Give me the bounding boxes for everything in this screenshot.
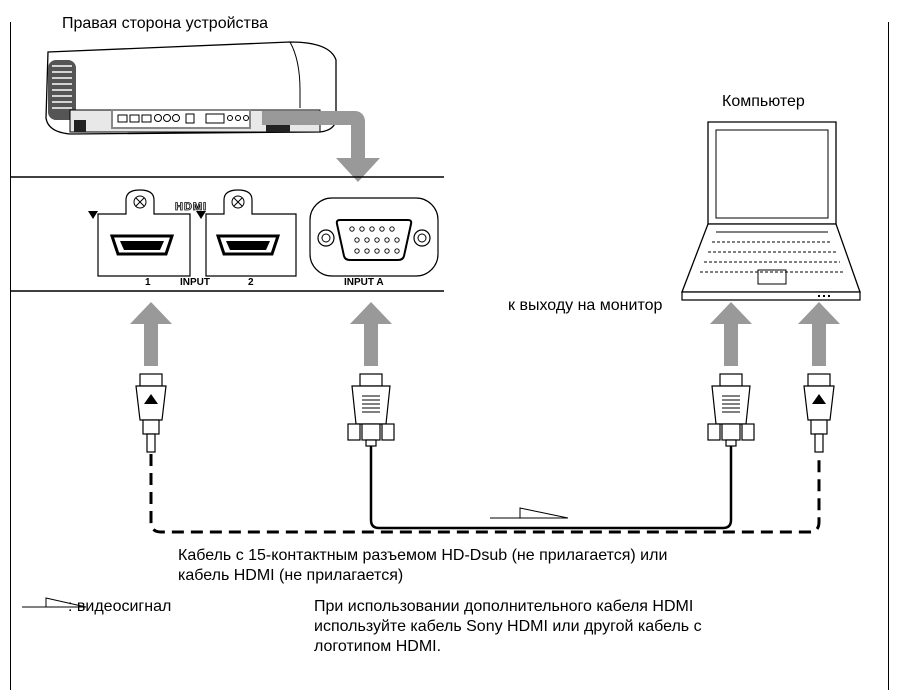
hdmi-plug-right: [803, 373, 835, 453]
monitor-output-label: к выходу на монитор: [508, 297, 663, 314]
laptop-illustration: [681, 121, 861, 301]
hdmi-logo: HDMI: [175, 201, 207, 214]
projector-title: Правая сторона устройства: [62, 15, 269, 32]
hdmi-port-1: [88, 189, 191, 277]
projector-illustration: [45, 41, 380, 182]
cable-caption-line2: кабель HDMI (не прилагается): [178, 567, 404, 584]
hdmi2-label: 2: [248, 277, 254, 288]
computer-title: Компьютер: [722, 93, 805, 110]
projector-vent: [48, 60, 76, 120]
note-line3: логотипом HDMI.: [314, 638, 442, 655]
legend-signal-arrow-icon: [22, 597, 87, 608]
vga-plug-right: [707, 373, 755, 447]
hdmi-plug-left: [135, 373, 167, 453]
cable-caption-line1: Кабель с 15-контактным разъемом HD-Dsub …: [178, 547, 668, 564]
note-line1: При использовании дополнительного кабеля…: [314, 598, 694, 615]
hdmi1-label: 1: [145, 277, 151, 288]
signal-direction-arrow: [490, 507, 569, 519]
arrow-to-input-a: [350, 302, 392, 366]
svg-text:HDMI: HDMI: [175, 201, 207, 213]
legend-signal-label: : видеосигнал: [68, 598, 172, 615]
vga-port-input-a: [309, 197, 439, 277]
panel-zoom-arrow: [262, 111, 365, 160]
arrow-to-monitor-out: [710, 302, 752, 366]
input-label: INPUT: [180, 277, 210, 288]
hdmi-cable-dashed: [149, 454, 821, 534]
note-line2: используйте кабель Sony HDMI или другой …: [314, 618, 702, 635]
vga-cable-solid: [369, 446, 733, 530]
signal-arrows: [130, 302, 840, 366]
input-a-label: INPUT A: [344, 277, 384, 288]
vga-plug-left: [347, 373, 395, 447]
connector-panel: [10, 176, 444, 292]
hdmi-port-2: [196, 189, 297, 277]
arrow-to-hdmi-1: [130, 302, 172, 366]
page-frame: [10, 22, 889, 690]
arrow-to-laptop-hdmi: [798, 302, 840, 366]
